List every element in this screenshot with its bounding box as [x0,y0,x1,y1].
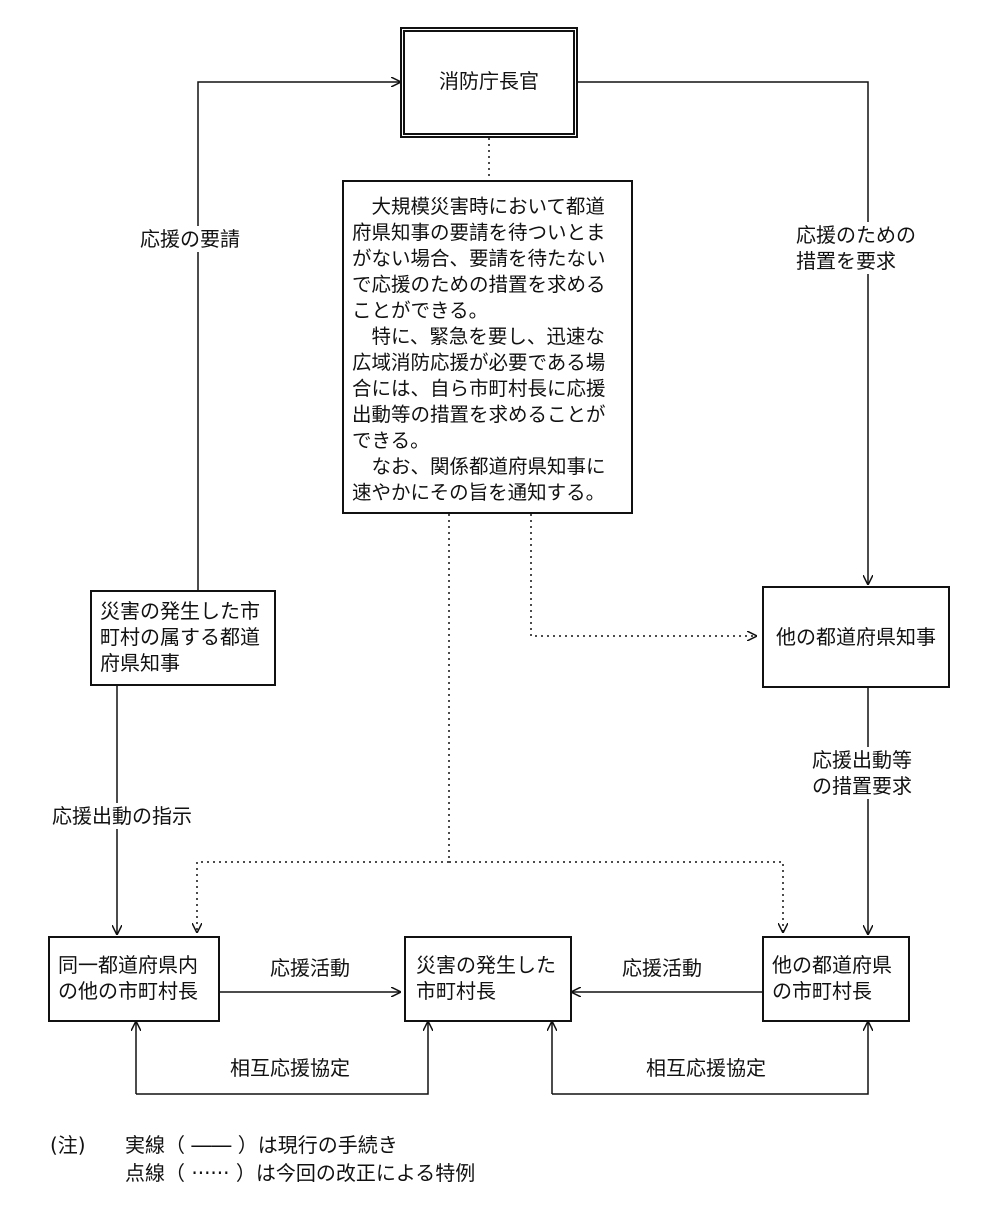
dotted-note-other-governor [530,514,756,636]
label-dispatch-request: 応援出動等 の措置要求 [812,747,912,799]
line-mutual-left-2 [136,1022,428,1095]
fdma-box [400,27,578,138]
line-mutual-right-2 [552,1022,868,1095]
line-request-measures [578,81,868,584]
dotted-to-same-pref [197,861,449,932]
label-request-measures: 応援のための 措置を要求 [796,222,916,274]
label-mutual-left: 相互応援協定 [230,1056,350,1080]
same-pref-mayors-box [48,936,220,1022]
other-pref-mayors-label: 他の都道府県 の市町村長 [772,953,892,1003]
other-pref-mayors-box [762,936,910,1022]
label-support-right: 応援活動 [622,956,702,980]
label-request-support: 応援の要請 [140,226,240,252]
affected-pref-governor-label: 災害の発生した市 町村の属する都道 府県知事 [100,599,260,675]
dotted-to-other-pref [449,861,783,932]
footnote-prefix: (注) [50,1133,86,1157]
label-mutual-right: 相互応援協定 [646,1056,766,1080]
affected-mayor-label: 災害の発生した 市町村長 [416,953,556,1003]
footnote-line-2: 点線（ ······ ）は今回の改正による特例 [125,1161,476,1185]
line-request-support [197,82,400,590]
same-pref-mayors-label: 同一都道府県内 の他の市町村長 [58,953,198,1003]
label-dispatch-instruction: 応援出動の指示 [52,803,192,829]
fdma-label: 消防庁長官 [439,69,539,93]
footnote-line-1: 実線（ ―― ）は現行の手続き [125,1133,398,1157]
other-pref-governor-label: 他の都道府県知事 [776,625,936,649]
affected-mayor-box [404,936,572,1022]
affected-pref-governor-box [90,590,276,686]
other-pref-governor-box [762,586,950,688]
label-support-left: 応援活動 [270,956,350,980]
special-provision-text: 大規模災害時において都道 府県知事の要請を待ついとま がない場合、要請を待たない… [352,195,606,504]
special-provision-box [342,180,633,514]
